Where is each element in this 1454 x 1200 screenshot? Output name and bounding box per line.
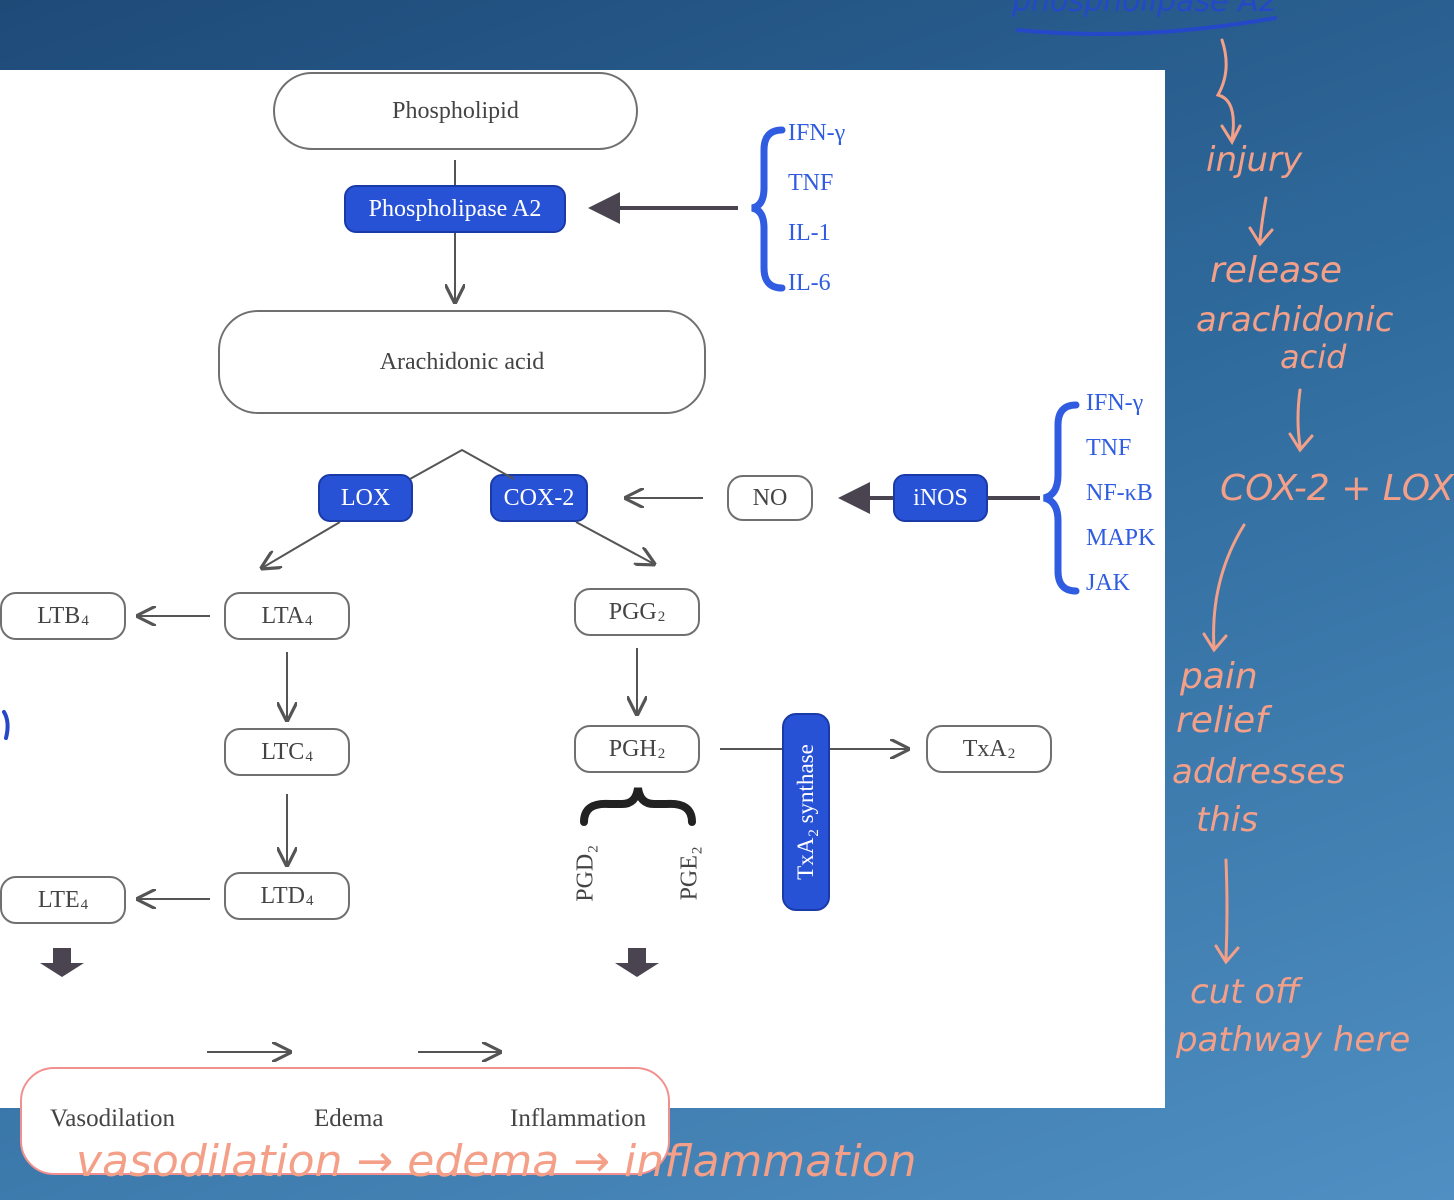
pgg2-label: PGG [608,598,657,625]
ltb4-label: LTB [37,602,81,629]
note-pathway-here: pathway here [1176,1020,1411,1060]
note-arrow-1 [1215,38,1235,142]
cox2-enzyme: COX-2 [490,474,588,522]
ltd4-sub: 4 [305,892,314,909]
blue-pen-mark [2,710,10,740]
edge-lox-lta4 [262,521,341,568]
txa2-synthase-enzyme: TxA2 synthase [782,713,830,911]
note-relief: relief [1176,700,1268,741]
edge-cox2-pgg2 [575,521,654,564]
diagram-connectors [40,126,1040,1108]
note-cox-lox: COX-2 + LOX [1220,468,1454,509]
note-arrow-5 [1224,858,1229,960]
note-this: this [1196,800,1259,840]
outcome-box: Vasodilation Edema Inflammation [20,1067,670,1175]
note-arrow-3 [1296,388,1302,448]
note-arachidonic: arachidonic [1196,300,1394,340]
pgg2-sub: 2 [657,608,666,625]
note-pain: pain [1180,656,1258,697]
cytokine-top-2: IL-1 [788,220,831,246]
brace-top-cytokines [751,126,786,292]
ltc4-label: LTC [261,738,305,765]
edge-arachidonic-split [409,448,515,480]
vasodilation-label: Vasodilation [50,1105,175,1132]
note-arrow-5-head [1214,944,1240,965]
arachidonic-acid-node: Arachidonic acid [218,310,706,414]
brace-prostaglandins [580,787,696,826]
note-addresses: addresses [1172,752,1345,792]
phospholipid-node: Phospholipid [273,72,638,150]
phospholipase-a2-enzyme: Phospholipase A2 [344,185,566,233]
lte4-label: LTE [37,886,80,913]
note-cut-off: cut off [1190,972,1300,1012]
note-injury: injury [1206,140,1303,180]
ltc4-sub: 4 [305,748,313,765]
overlay-annotations [2,16,1314,965]
note-bottom-sequence: vasodilation → edema → inflammation [76,1136,917,1187]
cytokine-right-3: MAPK [1086,525,1156,551]
brace-right-cytokines [1042,401,1080,595]
note-arrow-4 [1212,523,1246,650]
cytokine-top-1: TNF [788,170,834,196]
inflammation-label: Inflammation [510,1105,647,1132]
txa2-label: TxA [962,735,1007,762]
note-arrow-1-head [1220,124,1242,146]
no-node: NO [727,475,813,521]
pgh2-label: PGH [608,735,657,762]
cytokine-top-3: IL-6 [788,270,831,296]
down-arrow-right [615,948,659,977]
down-arrow-left [40,948,84,977]
lte4-sub: 4 [80,896,89,913]
note-acid: acid [1280,338,1347,376]
txa2-sub: 2 [1007,745,1016,762]
note-arrow-2-head [1248,226,1274,247]
ltb4-sub: 4 [81,612,89,629]
note-arrow-4-head [1202,632,1228,653]
lta4-sub: 4 [305,612,313,629]
note-arrow-3-head [1288,432,1314,453]
cytokine-top-0: IFN-γ [788,120,846,146]
note-underline [1016,16,1277,36]
cytokine-right-1: TNF [1086,435,1132,461]
cytokine-right-4: JAK [1086,570,1131,596]
ltd4-label: LTD [260,882,305,909]
cytokine-right-2: NF-κB [1086,480,1153,506]
lta4-label: LTA [261,602,305,629]
lox-enzyme: LOX [318,474,413,522]
note-phospholipase-a2: phospholipase A2 [1012,0,1278,19]
note-arrow-2 [1258,196,1268,242]
diagram-slide: Phospholipid Phospholipase A2 Arachidoni… [0,70,1165,1175]
inos-enzyme: iNOS [893,474,988,522]
note-release: release [1210,250,1343,291]
edema-label: Edema [314,1105,384,1132]
pgh2-sub: 2 [657,745,666,762]
cytokine-right-0: IFN-γ [1086,390,1144,416]
